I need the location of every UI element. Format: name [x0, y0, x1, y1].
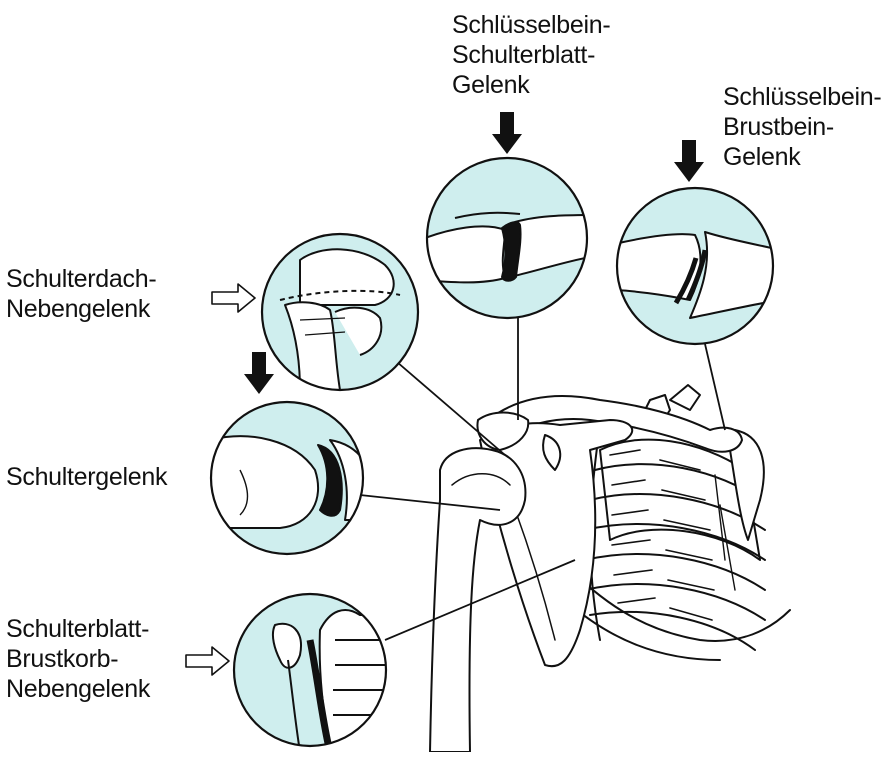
label-acromioclavicular: Schlüsselbein- Schulterblatt- Gelenk [452, 10, 610, 100]
down-arrow-icon [244, 352, 274, 394]
label-glenohumeral: Schultergelenk [6, 462, 167, 492]
label-line: Gelenk [452, 70, 610, 100]
right-arrow-outline-icon [212, 284, 255, 312]
down-arrow-icon [674, 140, 704, 182]
label-line: Schulterblatt- [452, 40, 610, 70]
inset-scapulothoracic [234, 594, 400, 752]
label-scapulothoracic: Schulterblatt- Brustkorb- Nebengelenk [6, 614, 150, 704]
down-arrow-icon [492, 112, 522, 154]
label-line: Schulterdach- [6, 264, 156, 294]
label-line: Brustbein- [723, 112, 881, 142]
inset-subacromial [262, 234, 418, 390]
label-line: Nebengelenk [6, 294, 156, 324]
inset-glenohumeral [210, 402, 376, 554]
label-line: Nebengelenk [6, 674, 150, 704]
label-line: Gelenk [723, 142, 881, 172]
right-arrow-outline-icon [186, 647, 229, 675]
inset-acromioclavicular [420, 158, 600, 318]
label-line: Brustkorb- [6, 644, 150, 674]
label-line: Schultergelenk [6, 462, 167, 492]
label-subacromial: Schulterdach- Nebengelenk [6, 264, 156, 324]
label-sternoclavicular: Schlüsselbein- Brustbein- Gelenk [723, 82, 881, 172]
skeleton [430, 385, 790, 752]
label-line: Schlüsselbein- [723, 82, 881, 112]
label-line: Schlüsselbein- [452, 10, 610, 40]
inset-sternoclavicular [610, 188, 780, 344]
label-line: Schulterblatt- [6, 614, 150, 644]
